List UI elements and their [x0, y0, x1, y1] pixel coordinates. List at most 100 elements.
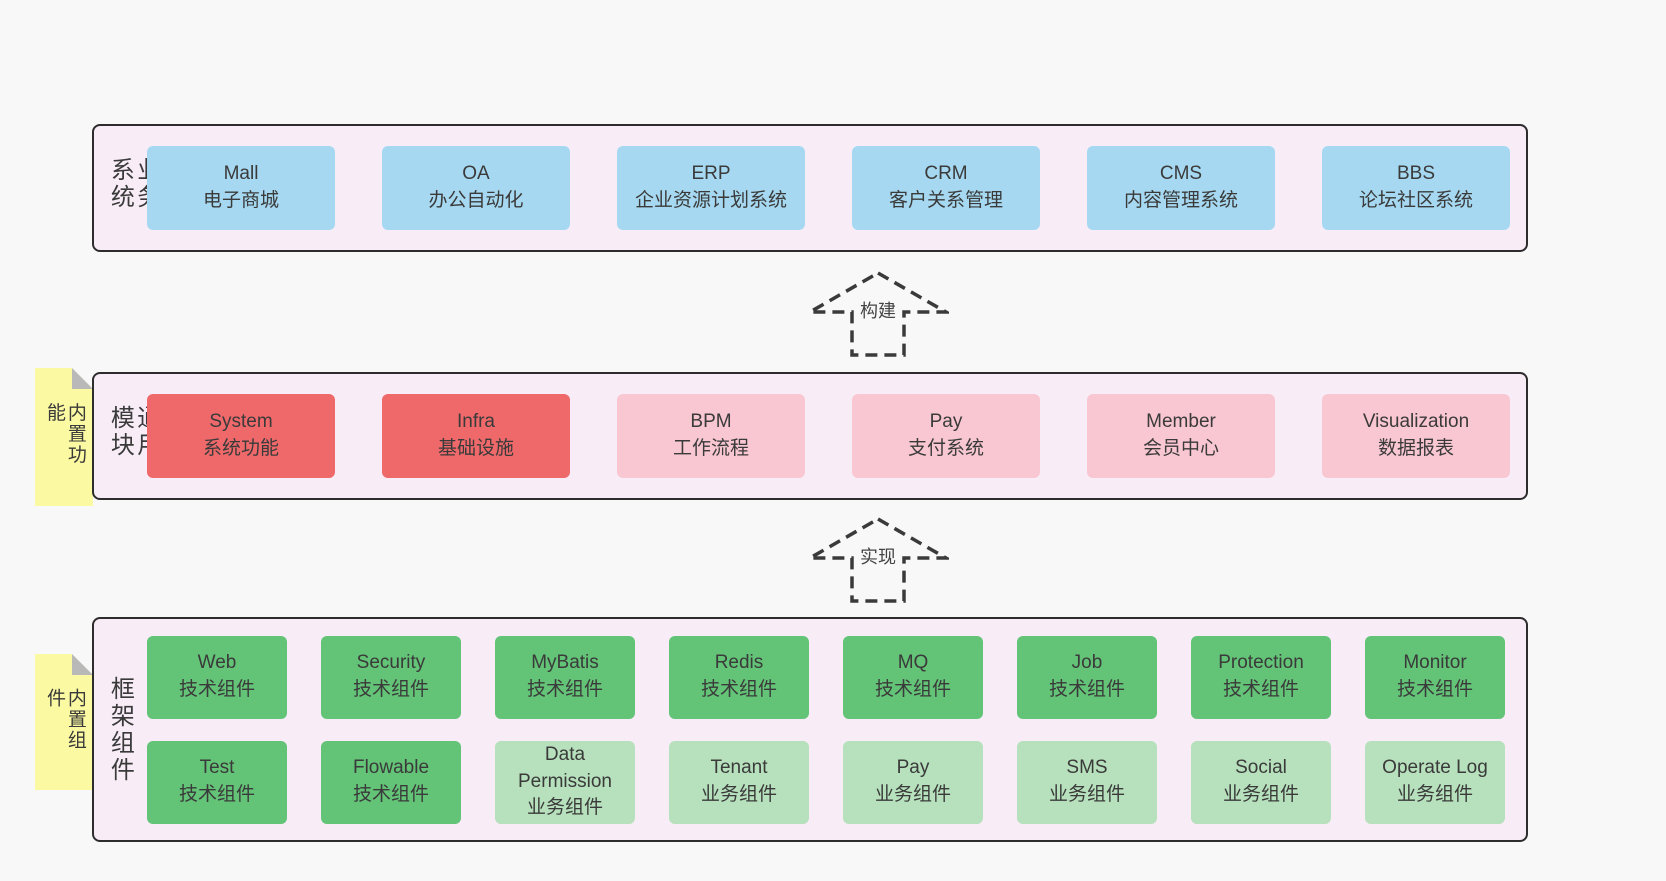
box-social: Social 业务组件: [1191, 740, 1331, 824]
box-subtitle: 业务组件: [1222, 784, 1299, 805]
box-subtitle: 工作流程: [672, 438, 749, 459]
note-label: 内置功能: [44, 402, 86, 466]
box-title: System: [209, 411, 273, 433]
box-title: Social: [1235, 757, 1287, 779]
dashed-up-arrow-icon: [807, 516, 949, 603]
box-subtitle: 系统功能: [202, 438, 279, 459]
arrow-build: 构建: [807, 270, 949, 358]
band-label: 框架组件: [106, 675, 134, 784]
box-subtitle: 技术组件: [352, 679, 429, 700]
band-business-systems: 业务系统 Mall电子商城OA办公自动化ERP企业资源计划系统CRM客户关系管理…: [92, 124, 1528, 252]
box-security: Security 技术组件: [321, 635, 461, 719]
box-subtitle: 企业资源计划系统: [634, 190, 787, 211]
box-subtitle: 支付系统: [907, 438, 984, 459]
box-title: Data Permission: [518, 743, 612, 792]
arrow-build-label: 构建: [857, 296, 899, 324]
box-title: Flowable: [352, 757, 430, 779]
box-title: Member: [1146, 411, 1216, 433]
box-subtitle: 办公自动化: [428, 190, 524, 211]
box-infra: Infra 基础设施: [382, 394, 570, 478]
sticky-note-built-in-features: 内置功能: [35, 368, 93, 506]
box-operate-log: Operate Log 业务组件: [1365, 740, 1505, 824]
box-subtitle: 基础设施: [437, 438, 514, 459]
box-bbs: BBS 论坛社区系统: [1322, 146, 1510, 230]
box-flowable: Flowable 技术组件: [321, 740, 461, 824]
box-job: Job 技术组件: [1017, 635, 1157, 719]
box-title: Tenant: [710, 757, 768, 779]
box-web: Web 技术组件: [147, 635, 287, 719]
box-oa: OA 办公自动化: [382, 146, 570, 230]
component-row: System 系统功能 Infra 基础设施 BPM 工作流程 Pay 支付系统 Member 会…: [147, 394, 1510, 478]
box-subtitle: 客户关系管理: [888, 190, 1003, 211]
box-title: Mall: [223, 163, 259, 185]
box-title: Web: [197, 652, 237, 674]
box-member: Member 会员中心: [1087, 394, 1275, 478]
box-subtitle: 数据报表: [1377, 438, 1454, 459]
box-data-permission: Data Permission 业务组件: [495, 740, 635, 824]
box-title: MyBatis: [531, 652, 599, 674]
box-title: BPM: [690, 411, 732, 433]
box-subtitle: 业务组件: [700, 784, 777, 805]
box-title: SMS: [1066, 757, 1108, 779]
box-crm: CRM 客户关系管理: [852, 146, 1040, 230]
box-subtitle: 业务组件: [874, 784, 951, 805]
box-subtitle: 会员中心: [1142, 438, 1219, 459]
box-title: Infra: [456, 411, 496, 433]
box-title: Visualization: [1362, 411, 1470, 433]
box-title: CRM: [924, 163, 968, 185]
box-redis: Redis 技术组件: [669, 635, 809, 719]
box-subtitle: 技术组件: [178, 784, 255, 805]
band-rows: System 系统功能 Infra 基础设施 BPM 工作流程 Pay 支付系统 Member 会…: [147, 374, 1510, 498]
box-title: Redis: [714, 652, 764, 674]
note-label: 内置组件: [44, 688, 86, 751]
box-subtitle: 技术组件: [178, 679, 255, 700]
arrow-implement: 实现: [807, 516, 949, 604]
band-common-modules: 通用模块 System系统功能Infra基础设施BPM工作流程Pay支付系统Me…: [92, 372, 1528, 500]
box-title: Protection: [1218, 652, 1304, 674]
box-subtitle: 技术组件: [526, 679, 603, 700]
box-title: MQ: [897, 652, 929, 674]
box-title: BBS: [1396, 163, 1436, 185]
box-title: Pay: [929, 411, 963, 433]
box-subtitle: 技术组件: [1048, 679, 1125, 700]
box-test: Test 技术组件: [147, 740, 287, 824]
box-subtitle: 技术组件: [1396, 679, 1473, 700]
box-title: OA: [462, 163, 490, 185]
box-title: Monitor: [1403, 652, 1467, 674]
box-monitor: Monitor 技术组件: [1365, 635, 1505, 719]
sticky-note-built-in-components: 内置组件: [35, 654, 93, 790]
box-title: Security: [356, 652, 426, 674]
box-subtitle: 论坛社区系统: [1358, 190, 1473, 211]
box-pay: Pay 支付系统: [852, 394, 1040, 478]
dashed-up-arrow-icon: [807, 270, 949, 357]
box-subtitle: 技术组件: [352, 784, 429, 805]
box-bpm: BPM 工作流程: [617, 394, 805, 478]
box-title: Job: [1071, 652, 1103, 674]
box-tenant: Tenant 业务组件: [669, 740, 809, 824]
box-title: CMS: [1159, 163, 1203, 185]
box-title: Test: [199, 757, 235, 779]
box-mybatis: MyBatis 技术组件: [495, 635, 635, 719]
box-erp: ERP 企业资源计划系统: [617, 146, 805, 230]
box-system: System 系统功能: [147, 394, 335, 478]
box-title: ERP: [691, 163, 731, 185]
box-subtitle: 技术组件: [700, 679, 777, 700]
box-subtitle: 业务组件: [526, 797, 603, 819]
box-subtitle: 业务组件: [1048, 784, 1125, 805]
box-title: Operate Log: [1382, 757, 1488, 779]
box-title: Pay: [896, 757, 930, 779]
box-subtitle: 业务组件: [1396, 784, 1473, 805]
box-visualization: Visualization 数据报表: [1322, 394, 1510, 478]
box-subtitle: 技术组件: [874, 679, 951, 700]
box-sms: SMS 业务组件: [1017, 740, 1157, 824]
box-subtitle: 电子商城: [202, 190, 279, 211]
box-mall: Mall 电子商城: [147, 146, 335, 230]
